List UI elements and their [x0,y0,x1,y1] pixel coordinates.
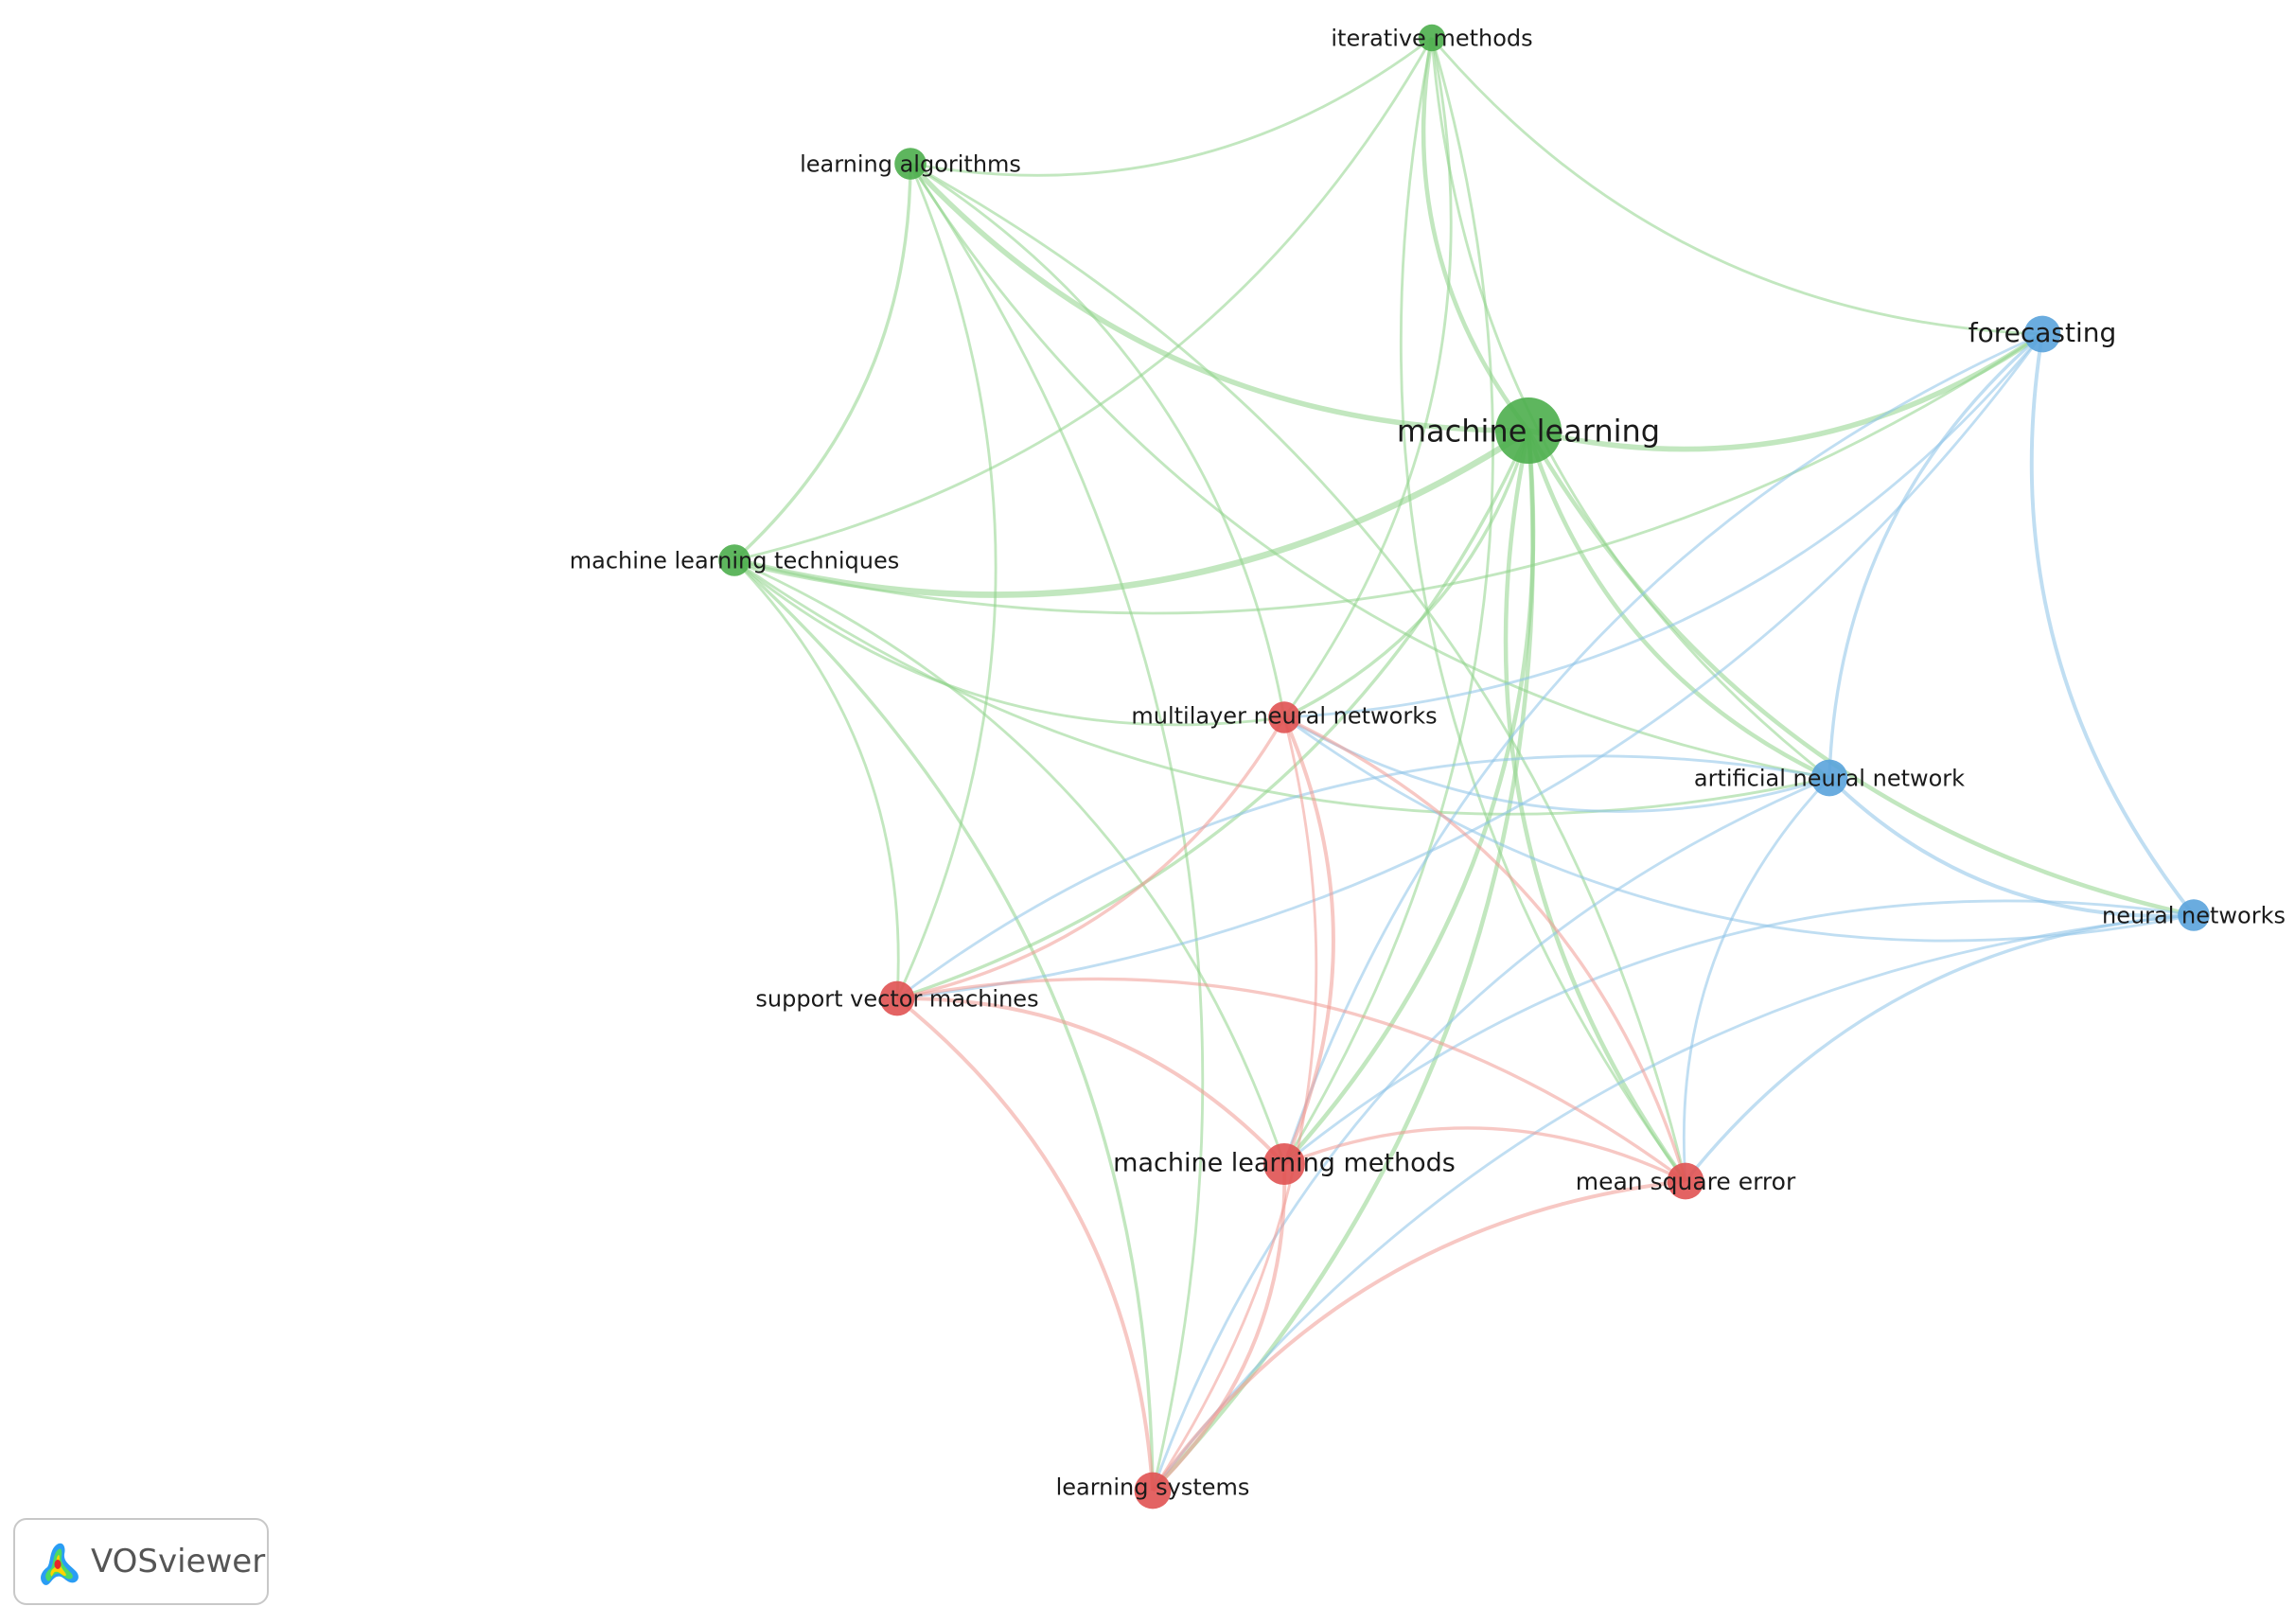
node-ls[interactable] [1134,1472,1172,1509]
node-label-svm[interactable]: support vector machines [755,986,1038,1013]
link-ml-fc [1527,331,2044,452]
link-ml-ann [1526,430,1830,781]
link-svm-mse [896,977,1687,1183]
link-ml-svm [896,430,1530,1000]
node-label-mlm[interactable]: machine learning methods [1113,1149,1456,1178]
nodes-layer [718,24,2210,1509]
link-fc-nn [2029,333,2196,917]
link-mlt-mnn [733,558,1285,727]
link-ann-svm [896,754,1830,1000]
node-label-mnn[interactable]: multilayer neural networks [1131,703,1437,730]
link-svm-ls [895,997,1155,1492]
node-fc[interactable] [2023,315,2061,353]
link-mnn-svm [896,716,1286,1000]
vosviewer-logo-icon [41,1543,79,1585]
link-ml-it [1421,37,1530,432]
links-layer [733,36,2196,1492]
node-label-ann[interactable]: artificial neural network [1694,766,1965,792]
link-svm-mlm [896,997,1286,1166]
node-mlm[interactable] [1263,1143,1305,1185]
brand-name: VOSviewer [91,1543,266,1580]
link-la-mse [909,162,1687,1182]
link-ml-mnn [1283,430,1530,719]
link-ml-mlt [733,428,1530,598]
node-ann[interactable] [1810,759,1848,797]
node-label-mlt[interactable]: machine learning techniques [570,548,899,574]
node-la[interactable] [894,148,927,180]
link-mlt-svm [733,559,900,999]
link-ml-ls [1151,430,1535,1492]
link-ann-mse [1682,777,1831,1182]
node-nn[interactable] [2178,899,2210,931]
link-mlt-mlm [733,558,1286,1165]
link-ann-nn [1827,776,2195,918]
node-mlt[interactable] [718,544,750,576]
link-mnn-ls [1151,716,1318,1492]
link-nn-mse [1684,913,2195,1183]
link-it-la [909,36,1433,177]
link-la-ls [909,163,1205,1492]
node-label-ls[interactable]: learning systems [1056,1474,1250,1501]
node-label-mse[interactable]: mean square error [1576,1168,1796,1195]
node-label-ml[interactable]: machine learning [1397,414,1660,450]
link-it-mse [1399,37,1687,1182]
link-la-mnn [909,162,1286,718]
link-nn-ls [1151,913,2195,1492]
node-label-it[interactable]: iterative methods [1331,26,1532,52]
node-label-fc[interactable]: forecasting [1968,317,2117,348]
link-mlt-ann [733,558,1830,816]
link-nn-mlm [1283,899,2195,1166]
link-mnn-mlm [1282,716,1335,1165]
link-it-mlm [1282,37,1494,1165]
node-label-nn[interactable]: neural networks [2102,903,2286,929]
vosviewer-badge[interactable]: VOSviewer [13,1518,269,1605]
link-mse-ls [1151,1179,1686,1492]
link-mlm-mse [1283,1126,1686,1183]
link-nn-mnn [1283,715,2195,943]
node-mnn[interactable] [1268,701,1300,733]
link-la-ann [909,163,1830,780]
link-ann-ls [1151,776,1830,1492]
link-la-svm [895,163,997,999]
link-ml-la [908,162,1529,433]
node-svm[interactable] [879,980,915,1016]
link-mlt-ls [733,558,1155,1492]
node-it[interactable] [1418,24,1446,52]
link-mlt-fc [733,332,2043,615]
link-it-mnn [1282,37,1453,718]
node-label-la[interactable]: learning algorithms [800,151,1021,178]
link-fc-mnn [1283,333,2044,719]
link-it-fc [1430,37,2043,336]
link-fc-svm [896,333,2044,1000]
node-mse[interactable] [1667,1162,1704,1200]
link-mlm-ls [1151,1163,1287,1492]
link-mnn-mse [1283,715,1687,1182]
link-la-mlt [733,163,912,562]
node-ml[interactable] [1495,397,1562,464]
link-ml-nn [1527,429,2195,918]
link-fc-ann [1827,332,2044,779]
labels-layer: machine learning iterative methods learnin… [570,26,2286,1501]
